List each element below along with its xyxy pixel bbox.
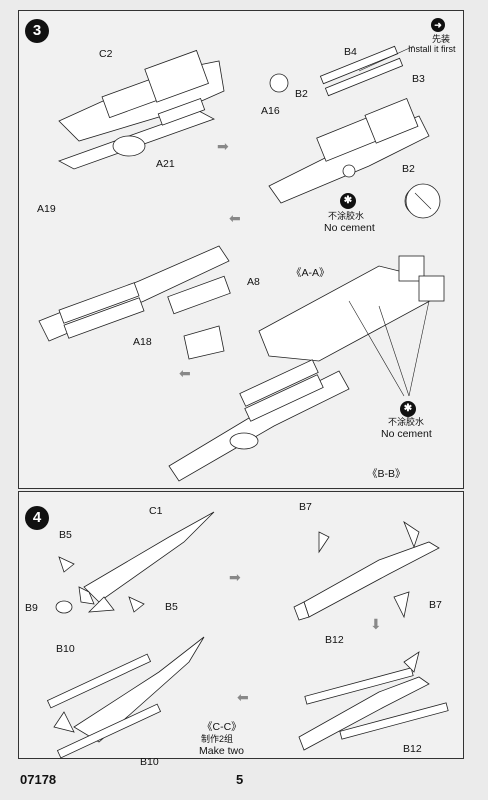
no-cement-cn-top: 不涂胶水	[328, 211, 365, 221]
part-label-b10-bottom: B10	[140, 756, 159, 768]
no-cement-icon-top: ✱	[340, 193, 356, 209]
flow-arrow-right: ➡	[229, 569, 241, 585]
section-label-c-c: 《C-C》	[202, 721, 242, 733]
part-label-b2-top: B2	[295, 88, 308, 100]
part-label-a8: A8	[247, 276, 260, 288]
flow-arrow-left: ⬅	[229, 210, 241, 226]
section-label-a-a: 《A-A》	[291, 267, 330, 279]
part-label-b4: B4	[344, 46, 357, 58]
page-number: 5	[236, 772, 244, 787]
no-cement-icon-bottom: ✱	[400, 401, 416, 417]
install-first-icon: ➜	[431, 18, 445, 32]
part-label-b5-top: B5	[59, 529, 72, 541]
flow-arrow-left: ⬅	[237, 689, 249, 705]
install-first-en: Install it first	[408, 44, 456, 54]
no-cement-en-top: No cement	[324, 222, 375, 234]
step-4-illustration	[46, 511, 449, 758]
part-label-b10-top: B10	[56, 643, 75, 655]
part-label-a18: A18	[133, 336, 152, 348]
no-cement-cn-bottom: 不涂胶水	[388, 417, 425, 427]
step-3-number: 3	[25, 19, 49, 43]
make-two-en: Make two	[199, 745, 244, 757]
step-4-number: 4	[25, 506, 49, 530]
make-two-cn: 制作2组	[201, 734, 234, 744]
part-label-b7-top: B7	[299, 501, 312, 513]
part-label-b12-bottom: B12	[403, 743, 422, 755]
flow-arrow-down: ⬅	[179, 365, 191, 381]
b2-detail-circle	[405, 183, 441, 219]
kit-number: 07178	[20, 772, 57, 787]
part-label-c2: C2	[99, 48, 113, 60]
part-label-a16: A16	[261, 105, 280, 117]
step-3-illustration	[38, 45, 445, 482]
part-label-a21: A21	[156, 158, 175, 170]
section-label-b-b: 《B-B》	[367, 468, 406, 480]
part-label-b12-top: B12	[325, 634, 344, 646]
step-4-panel: 4 ➡ ⬇ ⬅ C1	[18, 491, 464, 767]
install-first-cn: 先装	[432, 34, 451, 44]
part-label-b7-right: B7	[429, 599, 442, 611]
part-label-b3: B3	[412, 73, 425, 85]
flow-arrow-down: ⬇	[370, 616, 382, 632]
flow-arrow-right: ➡	[217, 138, 229, 154]
part-label-b9: B9	[25, 602, 38, 614]
no-cement-en-bottom: No cement	[381, 428, 432, 440]
part-label-b5-bottom: B5	[165, 601, 178, 613]
part-label-b2-right: B2	[402, 163, 415, 175]
part-label-a19: A19	[37, 203, 56, 215]
step-3-panel: 3	[18, 10, 464, 489]
part-label-c1: C1	[149, 505, 163, 517]
